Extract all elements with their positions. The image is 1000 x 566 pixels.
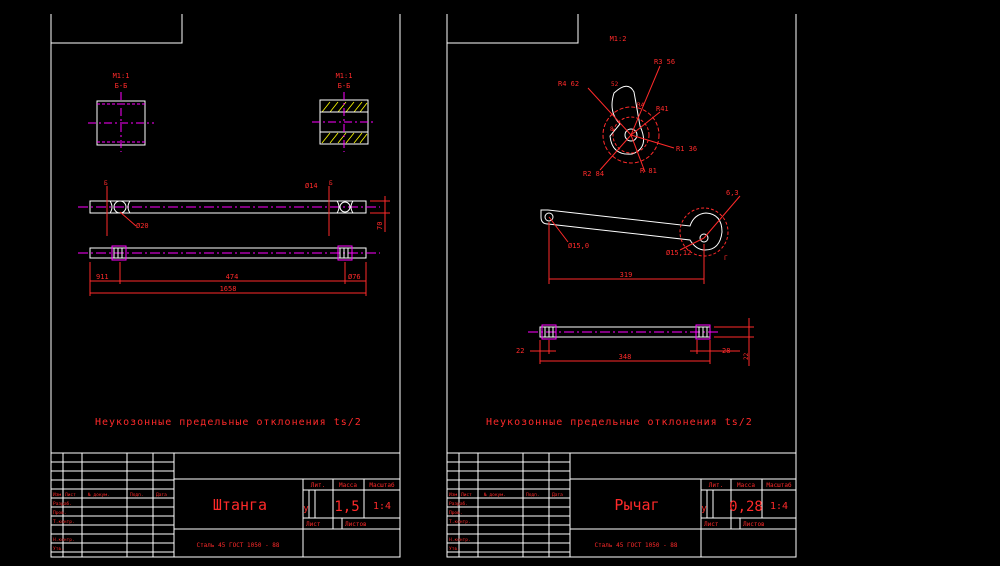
- dim-d-2: Ø15,12: [666, 249, 691, 257]
- col-header-sign-2: Подп.: [526, 492, 540, 498]
- dim-left-end-2: 22: [516, 347, 524, 355]
- dim-length: 319: [620, 271, 633, 279]
- dim-r-1: R3 56: [654, 58, 675, 66]
- col-header-izm-2: Изм: [449, 492, 457, 498]
- dim-overall: 1658: [220, 285, 237, 293]
- sheet-1-title-block: [51, 452, 400, 557]
- dim-r-6: R2 84: [583, 170, 604, 178]
- col-header-date: Дата: [156, 492, 167, 498]
- role-tech-control: Т.контр.: [53, 519, 75, 525]
- dim-height: 70: [376, 222, 384, 230]
- mass-value: 1,5: [334, 499, 359, 515]
- col-header-list-2: Лист: [461, 492, 472, 498]
- dim-r-2: R4 62: [558, 80, 579, 88]
- role-norm-control-2: Н.контр.: [449, 537, 471, 543]
- sheet-2-tolerance-note: Неукозонные предельные отклонения ts/2: [486, 417, 753, 428]
- sheets-label: Листов: [345, 521, 367, 528]
- part-name-2: Рычаг: [614, 496, 659, 514]
- material-spec: Сталь 45 ГОСТ 1050 - 88: [196, 542, 279, 549]
- sheet-1-texts: М1:1 Б-Б М1:1 Б-Б Б Б Ø20 Ø14 911 474 Ø7…: [53, 72, 395, 552]
- dim-hole: Ø20: [136, 222, 149, 230]
- mass-value-2: 0,28: [729, 499, 763, 515]
- dim-middle: 474: [226, 273, 239, 281]
- sheet-2: [446, 14, 797, 558]
- cut-mark-a: Б: [104, 180, 108, 187]
- scale-value: 1:4: [373, 501, 391, 512]
- sheet-1-top-stamp: [51, 14, 183, 44]
- dim-right-end: Ø76: [348, 273, 361, 281]
- sheet-1-rod-top: [78, 186, 380, 236]
- dim-d-1: Ø15,0: [568, 242, 589, 250]
- sheet-2-texts: М1:2 R3 56 R4 62 52 R4 R41 8 R1 36 R2 84…: [449, 35, 792, 552]
- lit-header: Лит.: [311, 482, 325, 489]
- sheet-1-dimensions: [89, 196, 390, 296]
- dim-left-end: 911: [96, 273, 109, 281]
- sheet-2-title-block: [447, 452, 796, 557]
- role-checker-2: Пров.: [449, 510, 463, 516]
- role-tech-control-2: Т.контр.: [449, 519, 471, 525]
- dim-height-2: 22: [743, 352, 750, 360]
- sheets-label-2: Листов: [743, 521, 765, 528]
- sheet-label: Лист: [306, 521, 321, 528]
- dim-small-2: 8: [610, 126, 614, 133]
- sheet-1-frame: [50, 14, 401, 558]
- dim-r-4: R41: [656, 105, 669, 113]
- lit-value: у: [303, 504, 309, 514]
- scale-value-2: 1:4: [770, 501, 788, 512]
- role-approved-2: Утв.: [449, 546, 460, 552]
- lit-value-2: у: [701, 504, 707, 514]
- col-header-sign: Подп.: [130, 492, 144, 498]
- col-header-list: Лист: [65, 492, 76, 498]
- dim-r-7: R 81: [640, 167, 657, 175]
- sheet-2-scale-label: М1:2: [610, 35, 627, 43]
- dim-overall-2: 348: [619, 353, 632, 361]
- col-header-date-2: Дата: [552, 492, 563, 498]
- col-header-izm: Изм: [53, 492, 61, 498]
- sheet-1-section-a: [88, 92, 154, 152]
- dim-hole-small: Ø14: [305, 182, 318, 190]
- role-developer: Разраб.: [53, 500, 72, 507]
- sheet-2-top-stamp: [447, 14, 579, 44]
- dim-r-3: R4: [637, 102, 645, 109]
- dim-angle: 6,3: [726, 189, 739, 197]
- sheet-1-section-b: [312, 92, 376, 152]
- role-norm-control: Н.контр.: [53, 537, 75, 543]
- material-spec-2: Сталь 45 ГОСТ 1050 - 88: [594, 542, 677, 549]
- dim-right-end-2: 28: [722, 347, 730, 355]
- dim-mark: Г: [724, 255, 728, 262]
- section-b-label: Б-Б: [338, 82, 351, 90]
- role-developer-2: Разраб.: [449, 500, 468, 507]
- scale-header: Масштаб: [369, 482, 395, 489]
- mass-header: Масса: [339, 482, 357, 489]
- sheet-1-rod-side: [78, 245, 380, 261]
- section-a-label: Б-Б: [115, 82, 128, 90]
- sheet-1-tolerance-note: Неукозонные предельные отклонения ts/2: [95, 417, 362, 428]
- sheet-2-lever-top: [540, 195, 741, 284]
- role-approved: Утв.: [53, 546, 64, 552]
- mass-header-2: Масса: [737, 482, 755, 489]
- dim-small-1: 52: [611, 81, 619, 88]
- sheet-2-lever-detail: [587, 65, 675, 173]
- lit-header-2: Лит.: [709, 482, 723, 489]
- col-header-doc-2: № докум.: [484, 492, 506, 498]
- col-header-doc: № докум.: [88, 492, 110, 498]
- sheet-2-frame: [446, 14, 797, 558]
- sheet-2-lever-side: [528, 318, 754, 366]
- dim-r-5: R1 36: [676, 145, 697, 153]
- sheet-1: [50, 14, 401, 558]
- scale-header-2: Масштаб: [766, 482, 792, 489]
- role-checker: Пров.: [53, 510, 67, 516]
- cut-mark-b: Б: [329, 180, 333, 187]
- part-name: Штанга: [213, 496, 267, 514]
- sheet-label-2: Лист: [704, 521, 719, 528]
- section-b-scale: М1:1: [336, 72, 353, 80]
- section-a-scale: М1:1: [113, 72, 130, 80]
